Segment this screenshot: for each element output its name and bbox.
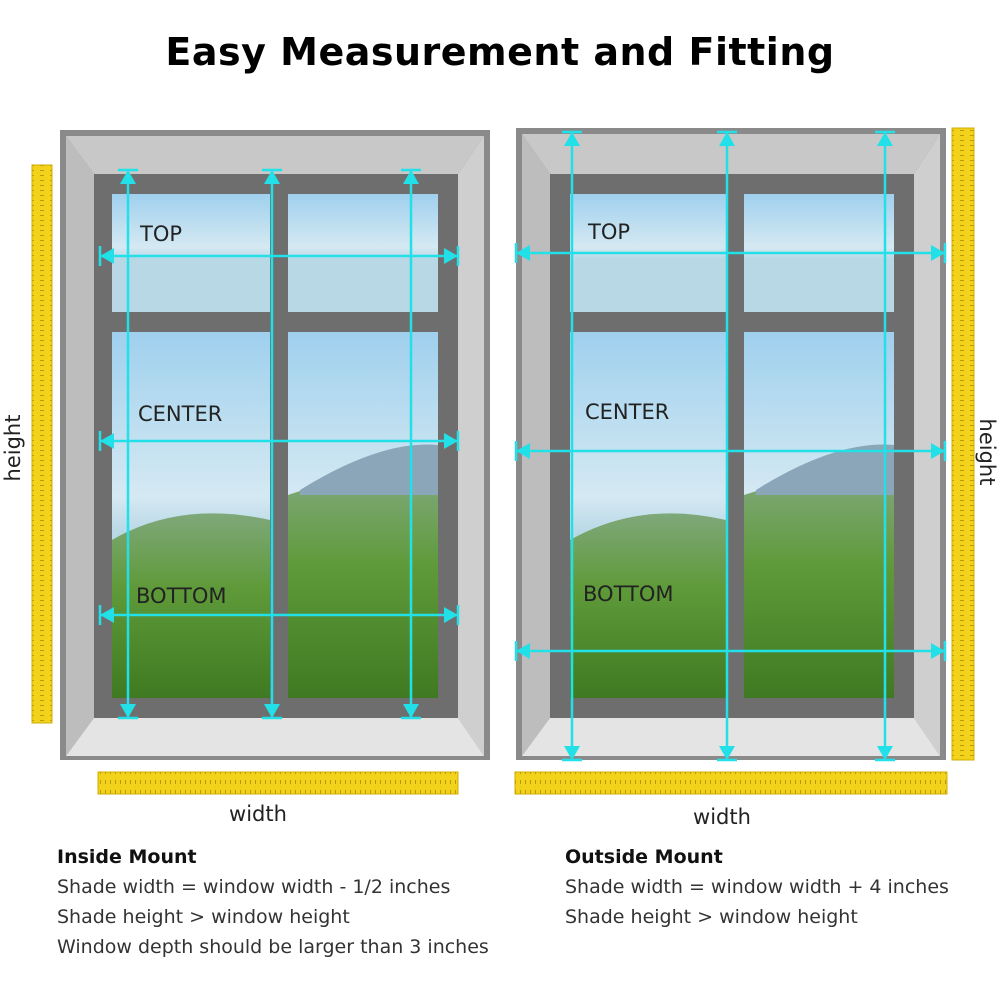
inside-bottom-measure-arrowhead [100,607,114,623]
inside-window-reveal [66,136,484,174]
inside-height-label: height [1,415,25,482]
inside-mount-line: Window depth should be larger than 3 inc… [57,936,489,958]
inside-mount-line: Shade width = window width - 1/2 inches [57,876,451,898]
inside-height-ruler [31,164,53,724]
inside-top-label: TOP [139,222,182,246]
inside-mount-heading: Inside Mount [57,846,197,868]
inside-mount-window [60,130,490,760]
outside-top-measure-arrowhead [516,245,530,261]
outside-center-measure-arrowhead [516,443,530,459]
outside-width-ruler [514,771,948,795]
outside-middle-measure-arrowhead [719,746,735,760]
outside-mount-window [516,128,946,760]
inside-center-measure-arrowhead [444,433,458,449]
inside-bottom-measure-arrowhead [444,607,458,623]
outside-mount-caption: Outside Mount Shade width = window width… [565,846,949,936]
outside-bottom-measure-arrowhead [516,643,530,659]
inside-left-measure-arrowhead [120,170,136,184]
outside-window-reveal [522,134,940,174]
inside-left-measure-arrowhead [120,704,136,718]
inside-top-measure-arrowhead [100,248,114,264]
outside-width-label: width [693,805,751,829]
inside-middle-measure-arrowhead [264,170,280,184]
outside-mount-heading: Outside Mount [565,846,723,868]
outside-right-measure-arrowhead [877,746,893,760]
outside-mount-line: Shade height > window height [565,906,858,928]
outside-center-measure-arrowhead [931,443,945,459]
outside-center-label: CENTER [585,400,669,424]
outside-top-measure-arrowhead [931,245,945,261]
inside-right-measure-arrowhead [403,704,419,718]
outside-height-ruler [951,127,975,761]
inside-width-label: width [229,802,287,826]
outside-mount-line: Shade width = window width + 4 inches [565,876,949,898]
outside-top-label: TOP [587,220,630,244]
inside-mount-line: Shade height > window height [57,906,350,928]
inside-middle-measure-arrowhead [264,704,280,718]
outside-right-measure-arrowhead [877,132,893,146]
inside-bottom-label: BOTTOM [136,584,227,608]
inside-center-label: CENTER [138,402,222,426]
inside-window-panes [112,194,438,698]
outside-height-label: height [975,419,999,486]
outside-bottom-measure-arrowhead [931,643,945,659]
outside-left-measure-arrowhead [564,132,580,146]
outside-left-measure-arrowhead [564,746,580,760]
inside-right-measure-arrowhead [403,170,419,184]
inside-top-measure-arrowhead [444,248,458,264]
measurement-lines [98,130,947,762]
inside-mount-caption: Inside Mount Shade width = window width … [57,846,489,966]
outside-bottom-label: BOTTOM [583,582,674,606]
inside-center-measure-arrowhead [100,433,114,449]
outside-middle-measure-arrowhead [719,132,735,146]
inside-width-ruler [97,771,459,795]
page-title: Easy Measurement and Fitting [165,30,835,74]
